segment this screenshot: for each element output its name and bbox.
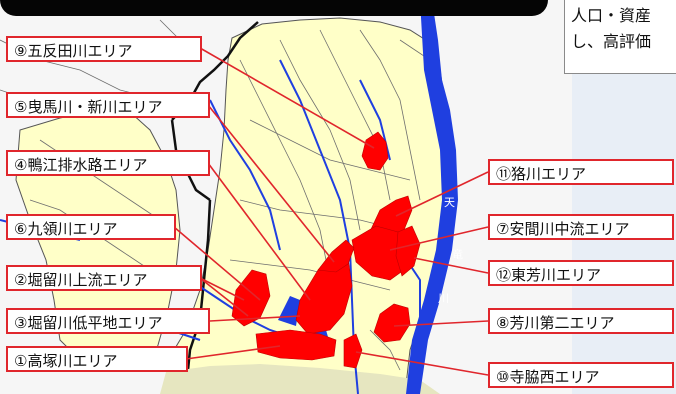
area-label-6: ⑥九領川エリア <box>6 214 176 240</box>
callout-box: 人口・資産 し、高評価 <box>564 0 676 74</box>
area-label-4: ④鴨江排水路エリア <box>6 150 210 176</box>
callout-line-1: 人口・資産 <box>571 6 652 25</box>
tenryu-river <box>406 0 458 394</box>
callout-line-2: し、高評価 <box>571 32 652 51</box>
area-label-7: ⑦安間川中流エリア <box>488 214 674 240</box>
area-label-11: ⑪狢川エリア <box>488 159 674 185</box>
area-label-12: ⑫東芳川エリア <box>488 260 674 286</box>
river-char-2: 竜 <box>452 247 463 261</box>
hazard-area-6 <box>317 239 355 273</box>
coast <box>160 364 440 394</box>
area-label-3: ③堀留川低平地エリア <box>6 308 210 334</box>
area-label-5: ⑤曳馬川・新川エリア <box>6 92 210 118</box>
hazard-area-10 <box>343 333 363 369</box>
lake-west <box>278 296 300 326</box>
area-label-10: ⑩寺脇西エリア <box>488 362 674 388</box>
area-label-9: ⑨五反田川エリア <box>6 36 202 62</box>
hazard-area-12 <box>395 225 421 277</box>
leader-lines <box>173 47 489 376</box>
hazard-areas <box>231 131 421 369</box>
top-bar <box>0 0 548 16</box>
river-char-3: 川 <box>438 292 449 305</box>
area-label-2: ②堀留川上流エリア <box>6 265 202 291</box>
hazard-area-8 <box>373 303 411 343</box>
hazard-area-9 <box>361 131 389 171</box>
area-label-8: ⑧芳川第二エリア <box>488 308 674 334</box>
river-char-1: 天 <box>444 196 455 209</box>
area-label-1: ①高塚川エリア <box>6 346 188 372</box>
hazard-area-1 <box>255 329 337 361</box>
